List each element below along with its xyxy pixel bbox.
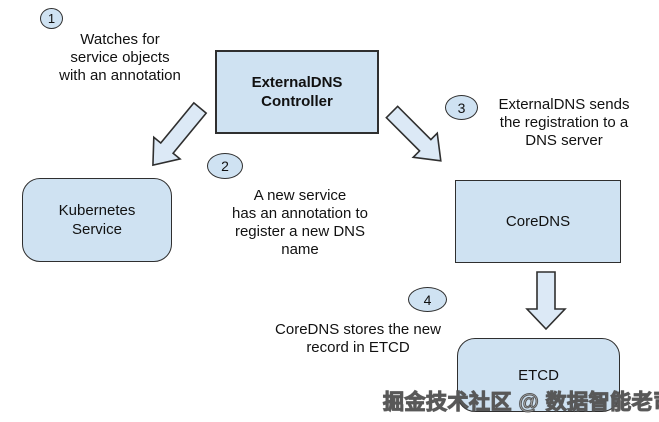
- node-externaldns-controller: ExternalDNS Controller: [215, 50, 379, 134]
- arrow-coredns-to-etcd-icon: [525, 271, 567, 331]
- node-kubernetes-service: Kubernetes Service: [22, 178, 172, 262]
- step-2-badge: 2: [207, 153, 243, 179]
- step-2-description: A new service has an annotation to regis…: [232, 187, 368, 258]
- watermark-text: 掘金技术社区 @ 数据智能老司机: [383, 391, 659, 415]
- step-1-description: Watches for service objects with an anno…: [59, 31, 181, 84]
- step-3-badge: 3: [445, 95, 478, 120]
- step-4-badge: 4: [408, 287, 447, 312]
- node-etcd: ETCD: [457, 338, 620, 412]
- node-coredns: CoreDNS: [455, 180, 621, 263]
- step-4-description: CoreDNS stores the new record in ETCD: [275, 321, 441, 356]
- arrow-externaldns-to-kubernetes-icon: [152, 101, 208, 167]
- step-1-badge: 1: [40, 8, 63, 29]
- step-3-description: ExternalDNS sends the registration to a …: [498, 96, 630, 149]
- arrow-externaldns-to-coredns-icon: [385, 105, 442, 162]
